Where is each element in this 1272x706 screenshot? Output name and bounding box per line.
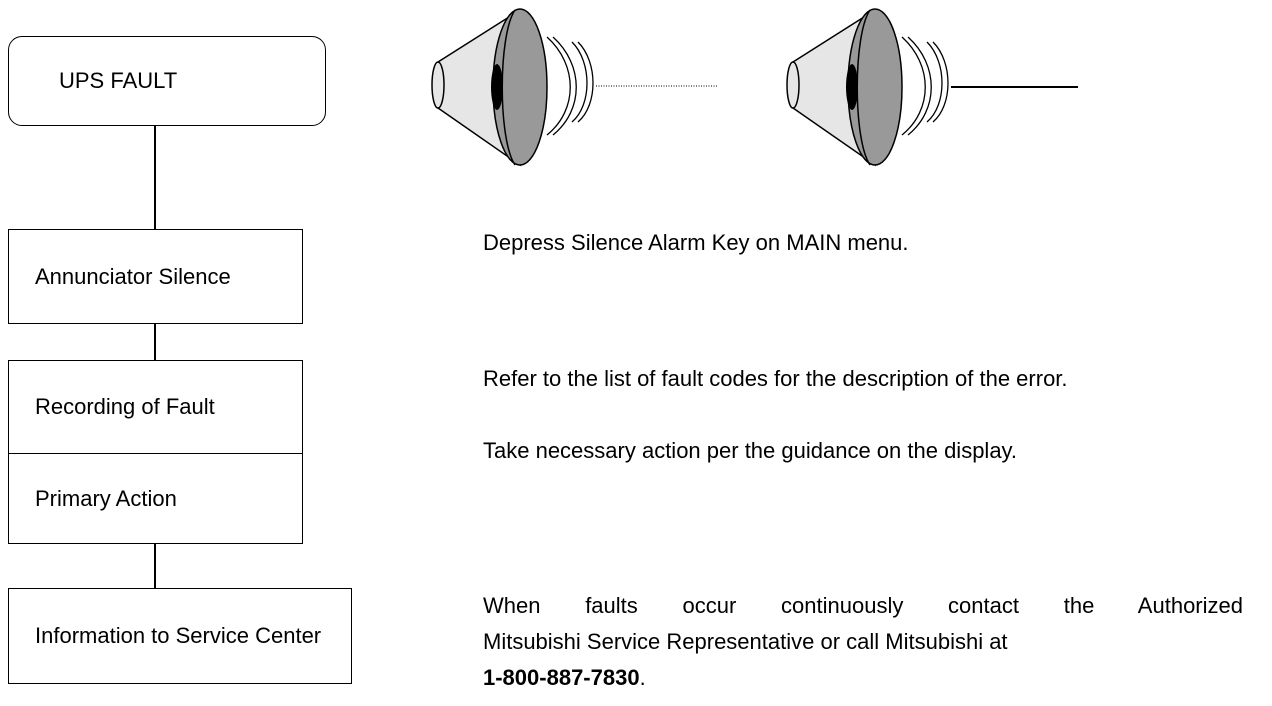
ups-fault-label: UPS FAULT [59, 68, 178, 93]
recording-of-fault-label: Recording of Fault [35, 394, 215, 419]
service-description-line-1: When faults occur continuously contact t… [483, 593, 1243, 618]
ups-fault-box: UPS FAULT [8, 36, 326, 126]
information-to-service-center-box: Information to Service Center [8, 588, 352, 684]
service-period: . [639, 665, 646, 690]
annunciator-silence-box: Annunciator Silence [8, 229, 303, 324]
silence-description: Depress Silence Alarm Key on MAIN menu. [483, 230, 909, 255]
primary-action-label: Primary Action [35, 485, 177, 511]
connector-line [154, 324, 156, 361]
speaker-icon [786, 8, 1078, 167]
connector-line [154, 544, 156, 589]
service-center-description: When faults occur continuously contact t… [483, 588, 1243, 696]
annunciator-silence-label: Annunciator Silence [35, 263, 231, 289]
information-to-service-center-label: Information to Service Center [35, 623, 322, 648]
service-description-line-2: Mitsubishi Service Representative or cal… [483, 629, 1008, 654]
primary-action-description: Take necessary action per the guidance o… [483, 438, 1018, 463]
connector-line [154, 126, 156, 230]
recording-description: Refer to the list of fault codes for the… [483, 366, 1068, 391]
recording-of-fault-box: Recording of Fault [8, 360, 303, 454]
primary-action-box: Primary Action [8, 453, 303, 544]
service-phone-number: 1-800-887-7830 [483, 665, 640, 690]
service-description-line-3: 1-800-887-7830. [483, 660, 1243, 696]
speaker-icon [431, 8, 718, 167]
